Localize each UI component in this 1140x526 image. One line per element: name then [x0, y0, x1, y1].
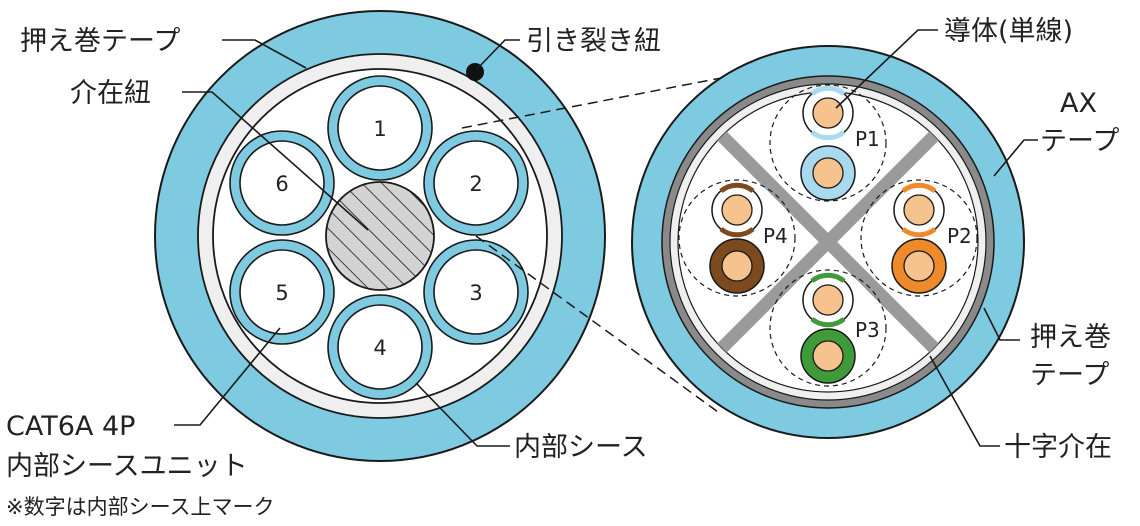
- stripe-mark: [901, 182, 937, 194]
- label-conductor: 導体(単線): [944, 16, 1073, 47]
- inner-unit-core: [239, 140, 325, 226]
- pair-label: P1: [855, 127, 880, 151]
- pair-outline: [769, 269, 887, 387]
- conductor-core: [721, 194, 753, 226]
- label-binder-tape: 押え巻テープ: [20, 26, 180, 57]
- label-ax-line2: テープ: [1040, 126, 1119, 157]
- pair-p2: P2: [860, 179, 978, 297]
- leader-inner-sheath: [415, 382, 510, 447]
- leader-ripcord: [475, 39, 520, 71]
- pair-p1: P1: [769, 84, 887, 202]
- inner-unit-number: 1: [373, 117, 386, 141]
- filler-cord: [325, 181, 435, 291]
- inner-unit-number: 6: [275, 172, 288, 196]
- label-binder-line1: 押え巻: [1030, 322, 1111, 353]
- stripe-mark: [810, 85, 846, 97]
- inner-unit-number: 3: [469, 281, 482, 305]
- zoom-line-top: [461, 71, 753, 129]
- unit-group: 1 2 3 4 5 6: [229, 75, 529, 400]
- conductor-core: [721, 250, 753, 282]
- stripe-mark: [719, 182, 755, 194]
- pair-p4: P4: [678, 179, 796, 297]
- inner-unit-5: 5: [229, 239, 335, 345]
- conductor-core: [903, 250, 935, 282]
- inner-unit-2: 2: [423, 130, 529, 236]
- label-binder-line2: テープ: [1030, 360, 1109, 391]
- pair-outline: [769, 84, 887, 202]
- label-ripcord: 引き裂き紐: [526, 26, 661, 57]
- stripe-mark: [719, 226, 755, 238]
- label-note: ※数字は内部シース上マーク: [6, 495, 275, 519]
- left-cable: 1 2 3 4 5 6: [154, 10, 606, 462]
- pair-label: P4: [763, 224, 788, 248]
- leader-binder-tape: [222, 39, 307, 69]
- conductor-core: [812, 284, 844, 316]
- inner-unit-1: 1: [327, 75, 433, 181]
- left-leaders: [174, 39, 520, 447]
- right-leaders: [835, 29, 1038, 447]
- inner-unit-3: 3: [423, 239, 529, 345]
- label-cross-filler: 十字介在: [1004, 432, 1112, 463]
- label-inner-sheath: 内部シース: [514, 432, 648, 463]
- leader-cross-filler: [929, 355, 1000, 447]
- stripe-mark: [810, 272, 846, 284]
- leader-unit: [174, 327, 281, 426]
- stripe-mark: [810, 129, 846, 141]
- leader-conductor: [835, 29, 938, 109]
- conductor-core: [812, 97, 844, 129]
- leader-filler: [182, 91, 369, 231]
- stripe-mark: [901, 226, 937, 238]
- stripe-mark: [810, 316, 846, 328]
- conductor-core: [812, 157, 844, 189]
- label-ax-line1: AX: [1060, 88, 1097, 119]
- leader-binder-tape-right: [983, 307, 1020, 341]
- cross-filler-arm-b: [717, 131, 939, 353]
- inner-unit-core: [433, 140, 519, 226]
- inner-unit-4: 4: [327, 294, 433, 400]
- zoom-connectors: [461, 71, 753, 413]
- inner-unit-core: [337, 304, 423, 390]
- inner-unit-core: [239, 249, 325, 335]
- conductor-core: [812, 340, 844, 372]
- label-unit-line2: 内部シースユニット: [6, 451, 248, 482]
- inner-unit-number: 4: [373, 336, 386, 360]
- inner-unit-core: [337, 85, 423, 171]
- conductor-core: [903, 194, 935, 226]
- zoom-line-bottom: [475, 235, 719, 413]
- inner-unit-number: 2: [469, 172, 482, 196]
- label-filler: 介在紐: [70, 78, 151, 109]
- inner-unit-core: [433, 249, 519, 335]
- pair-outline: [678, 179, 796, 297]
- leader-ax-tape: [993, 139, 1038, 177]
- pair-outline: [860, 179, 978, 297]
- label-unit-line1: CAT6A 4P: [6, 411, 135, 442]
- inner-unit-number: 5: [275, 281, 288, 305]
- ripcord-dot: [466, 63, 484, 81]
- cross-filler: [717, 131, 939, 353]
- pair-p3: P3: [769, 269, 887, 387]
- pair-label: P2: [947, 224, 972, 248]
- pair-label: P3: [855, 318, 880, 342]
- inner-unit-6: 6: [229, 130, 335, 236]
